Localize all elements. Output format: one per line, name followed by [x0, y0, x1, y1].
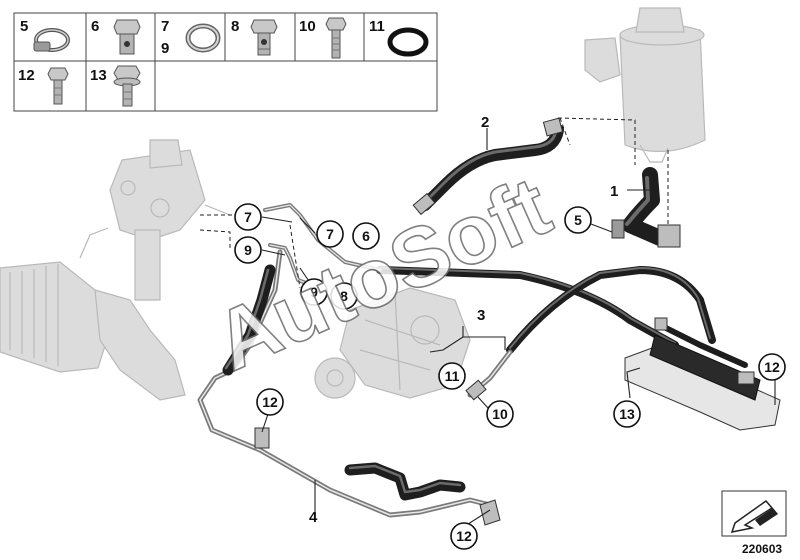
- svg-text:1: 1: [610, 183, 618, 200]
- legend-label-11: 11: [369, 18, 385, 35]
- legend-cell-13[interactable]: 13: [90, 65, 141, 107]
- svg-text:9: 9: [244, 242, 252, 258]
- pressure-hose-3[interactable]: [376, 266, 716, 401]
- sealing-ring-icon: [185, 23, 221, 53]
- svg-text:2: 2: [481, 114, 489, 131]
- callout-6[interactable]: 6: [352, 222, 380, 250]
- legend-cell-12[interactable]: 12: [18, 67, 69, 105]
- diagram-id: 220603: [742, 542, 782, 556]
- callout-7-right[interactable]: 7: [316, 220, 344, 248]
- power-steering-pump-illustration: [314, 287, 471, 399]
- callout-11[interactable]: 11: [438, 362, 466, 390]
- svg-text:11: 11: [445, 368, 460, 384]
- callout-13[interactable]: 13: [613, 400, 641, 428]
- fluid-reservoir-illustration: [584, 7, 706, 163]
- legend-label-5: 5: [20, 18, 28, 35]
- svg-text:8: 8: [340, 288, 348, 304]
- o-ring-icon: [387, 27, 429, 57]
- banjo-bolt-icon: [113, 19, 141, 55]
- hose-clamp-icon: [33, 28, 70, 52]
- svg-text:9: 9: [310, 284, 318, 300]
- callout-12-bottom[interactable]: 12: [450, 522, 478, 550]
- callout-10[interactable]: 10: [486, 400, 514, 428]
- svg-text:12: 12: [456, 528, 472, 544]
- svg-text:12: 12: [764, 359, 780, 375]
- hex-bolt-flange-icon: [113, 65, 141, 107]
- legend-cell-6[interactable]: 6: [91, 18, 141, 55]
- svg-text:4: 4: [309, 509, 318, 526]
- svg-text:10: 10: [492, 406, 508, 422]
- svg-text:6: 6: [362, 228, 370, 244]
- svg-text:5: 5: [574, 212, 582, 228]
- callout-4[interactable]: 4: [309, 509, 318, 526]
- legend-label-8: 8: [231, 18, 239, 35]
- callout-8[interactable]: 8: [330, 282, 358, 310]
- legend-label-7: 7: [161, 18, 169, 35]
- legend-label-12: 12: [18, 67, 35, 84]
- legend-cell-7-9[interactable]: 7 9: [161, 18, 221, 57]
- feed-hose-1[interactable]: [611, 167, 681, 248]
- legend-label-9: 9: [161, 40, 169, 57]
- legend-label-6: 6: [91, 18, 99, 35]
- leader-lines: [199, 117, 776, 527]
- banjo-bolt-small-icon: [250, 19, 278, 56]
- svg-text:3: 3: [477, 307, 485, 324]
- callout-3[interactable]: 3: [477, 307, 485, 324]
- callout-9-left[interactable]: 9: [234, 236, 262, 264]
- hex-bolt-long-icon: [325, 17, 347, 59]
- orientation-arrow-icon: [721, 490, 787, 537]
- callout-2[interactable]: 2: [481, 114, 489, 131]
- callout-12-left[interactable]: 12: [256, 388, 284, 416]
- legend-label-13: 13: [90, 67, 107, 84]
- svg-text:13: 13: [619, 406, 635, 422]
- callout-7-left[interactable]: 7: [234, 203, 262, 231]
- parts-legend: 5 6 7 9 8: [13, 12, 438, 112]
- suction-hose-2[interactable]: [412, 117, 564, 216]
- legend-cell-8[interactable]: 8: [231, 18, 278, 56]
- oil-cooler[interactable]: [624, 317, 781, 431]
- callout-12-right[interactable]: 12: [758, 353, 786, 381]
- legend-label-10: 10: [299, 18, 316, 35]
- return-line-4[interactable]: [197, 249, 501, 526]
- legend-cell-10[interactable]: 10: [299, 17, 347, 59]
- legend-cell-5[interactable]: 5: [20, 18, 70, 52]
- steering-gear-illustration: [0, 139, 231, 401]
- svg-text:7: 7: [244, 209, 252, 225]
- callout-5[interactable]: 5: [564, 206, 592, 234]
- svg-text:7: 7: [326, 226, 334, 242]
- legend-cell-11[interactable]: 11: [369, 18, 429, 57]
- svg-text:12: 12: [262, 394, 278, 410]
- hex-bolt-short-icon: [47, 67, 69, 105]
- callout-9-right[interactable]: 9: [300, 278, 328, 306]
- callout-1[interactable]: 1: [610, 183, 618, 200]
